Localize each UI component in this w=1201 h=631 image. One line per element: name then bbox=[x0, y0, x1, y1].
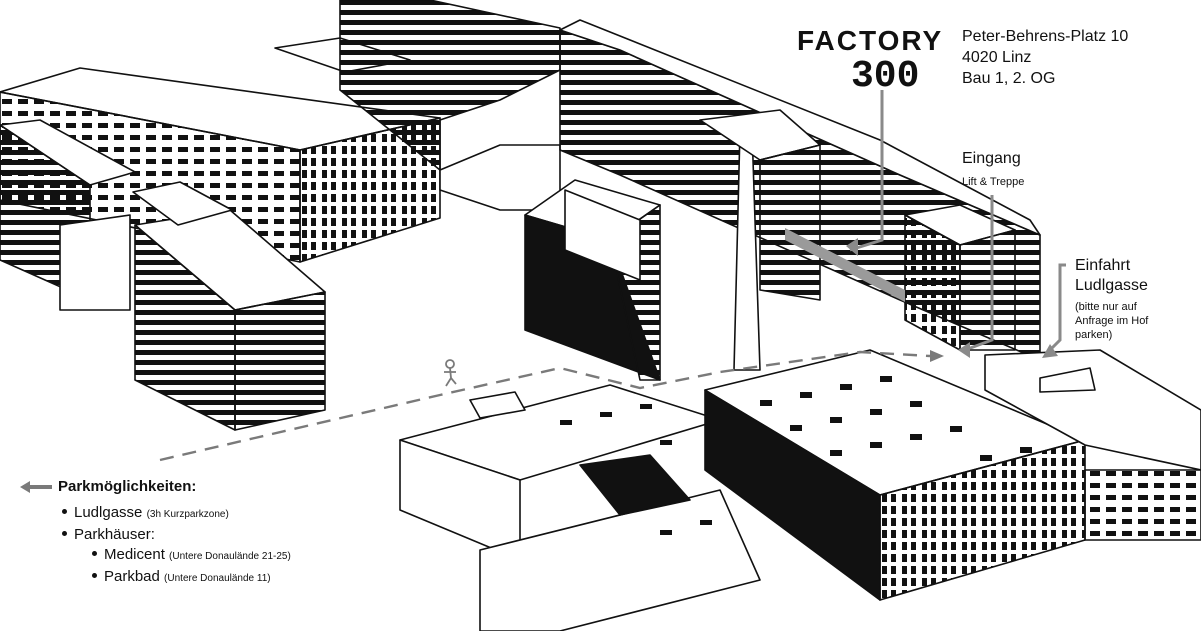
leader-driveway-arrow bbox=[1042, 344, 1058, 358]
entrance-sublabel: Lift & Treppe bbox=[962, 176, 1025, 188]
svg-text:300: 300 bbox=[851, 55, 919, 90]
leader-address-arrow bbox=[846, 238, 858, 256]
building-front-east bbox=[984, 349, 1201, 541]
building-striped-west bbox=[132, 181, 326, 431]
walking-route bbox=[159, 350, 931, 462]
building-northwest-hall bbox=[0, 67, 441, 263]
leader-entrance-arrow bbox=[958, 342, 970, 358]
address-block: Peter-Behrens-Platz 10 4020 Linz Bau 1, … bbox=[962, 26, 1128, 89]
leader-entrance bbox=[964, 195, 994, 352]
address-city: 4020 Linz bbox=[962, 49, 1032, 66]
list-item: Parkbad (Untere Donaulände 11) bbox=[20, 567, 291, 589]
leader-driveway bbox=[1046, 263, 1066, 354]
building-west-block bbox=[0, 119, 136, 311]
leader-address bbox=[849, 90, 884, 252]
route-arrow-head bbox=[930, 350, 944, 362]
building-east-tower bbox=[904, 204, 1016, 351]
entrance-label: Eingang bbox=[962, 150, 1021, 167]
highlighted-floor bbox=[785, 228, 905, 302]
list-item: Ludlgasse (3h Kurzparkzone) bbox=[20, 503, 291, 525]
walking-person-icon bbox=[444, 359, 457, 387]
parking-heading: Parkmöglichkeiten: bbox=[58, 478, 197, 495]
address-floor: Bau 1, 2. OG bbox=[962, 70, 1056, 87]
building-front-west bbox=[399, 384, 761, 631]
list-item: Parkhäuser: bbox=[20, 525, 291, 545]
factory300-logo: FACTORY 300 bbox=[797, 25, 943, 90]
building-north-block bbox=[274, 0, 561, 211]
building-tower-central bbox=[699, 109, 821, 301]
leader-lines bbox=[849, 90, 1066, 354]
driveway-note: (bitte nur auf Anfrage im Hof parken) bbox=[1075, 301, 1149, 341]
address-street: Peter-Behrens-Platz 10 bbox=[962, 28, 1129, 45]
driveway-label: Einfahrt Ludlgasse bbox=[1075, 257, 1148, 294]
svg-text:FACTORY: FACTORY bbox=[797, 25, 943, 56]
roof-windows bbox=[560, 376, 1032, 535]
list-item: Medicent (Untere Donaulände 21-25) bbox=[20, 545, 291, 567]
parking-legend: Parkmöglichkeiten: Ludlgasse (3h Kurzpar… bbox=[20, 478, 291, 589]
building-central-dark bbox=[524, 179, 661, 381]
arrow-left-icon bbox=[20, 480, 52, 493]
